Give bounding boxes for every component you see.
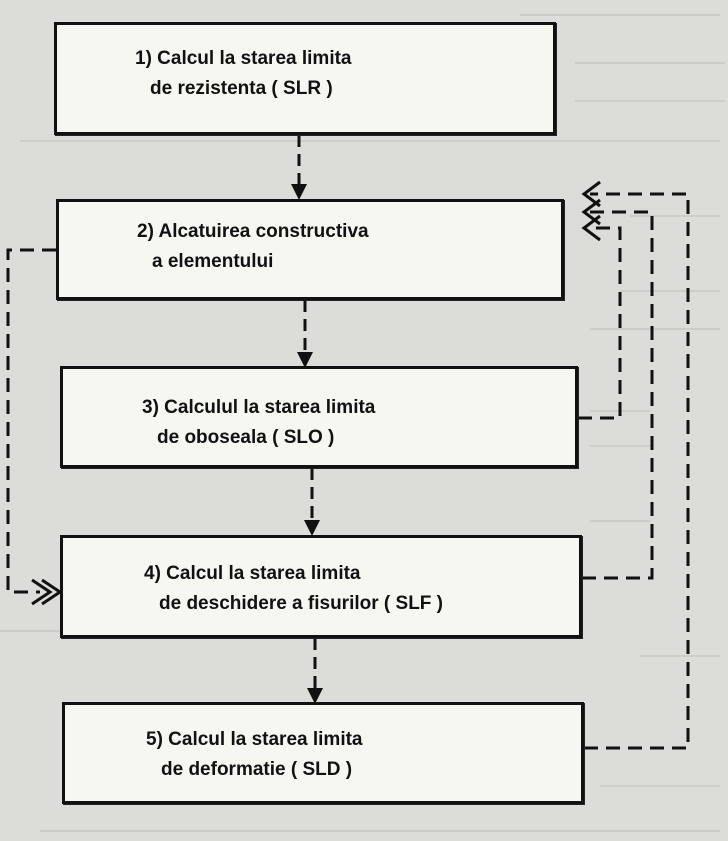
loop-3-to-2: [578, 226, 622, 420]
box-alcatuire-line1: 2) Alcatuirea constructiva: [137, 221, 369, 242]
arrowhead-left: [581, 214, 601, 242]
box-slf-text: 4) Calcul la starea limita de deschidere…: [144, 559, 443, 619]
background-text-line: [575, 62, 725, 64]
background-text-line: [590, 445, 650, 447]
box-sld: [62, 702, 584, 804]
loop-5-to-2: [584, 192, 690, 750]
box-slo-line2: de oboseala ( SLO ): [157, 427, 335, 448]
box-alcatuire-text: 2) Alcatuirea constructiva a elementului: [137, 217, 369, 277]
background-text-line: [630, 215, 720, 217]
box-slr: [54, 22, 556, 135]
background-text-line: [600, 785, 720, 787]
box-sld-line1: 5) Calcul la starea limita: [146, 729, 363, 750]
arrowhead-right: [31, 578, 53, 606]
background-text-line: [0, 630, 60, 632]
arrowhead-left: [581, 180, 601, 208]
arrowhead-down: [307, 688, 323, 704]
background-text-line: [575, 100, 725, 102]
background-text-line: [520, 14, 720, 16]
box-sld-line2: de deformatie ( SLD ): [161, 759, 353, 780]
background-text-line: [40, 830, 720, 832]
box-slo: [60, 366, 578, 468]
box-sld-text: 5) Calcul la starea limita de deformatie…: [146, 725, 363, 785]
arrowhead-down: [297, 352, 313, 368]
box-slr-line1: 1) Calcul la starea limita: [135, 48, 352, 69]
box-slf: [60, 535, 582, 638]
background-text-line: [640, 655, 720, 657]
background-text-line: [20, 140, 720, 142]
background-text-line: [590, 520, 650, 522]
box-slo-line1: 3) Calculul la starea limita: [142, 397, 376, 418]
loop-2-to-4: [6, 248, 56, 594]
box-slo-text: 3) Calculul la starea limita de oboseala…: [142, 393, 375, 453]
arrowhead-down: [304, 520, 320, 536]
box-slf-line2: de deschidere a fisurilor ( SLF ): [159, 593, 444, 614]
box-slf-line1: 4) Calcul la starea limita: [144, 563, 361, 584]
background-text-line: [620, 290, 720, 292]
box-alcatuire: [56, 199, 564, 300]
background-text-line: [590, 328, 720, 330]
box-slr-line2: de rezistenta ( SLR ): [150, 78, 333, 99]
loop-4-to-2: [582, 210, 654, 580]
arrowhead-down: [291, 184, 307, 200]
box-alcatuire-line2: a elementului: [152, 251, 274, 272]
box-slr-text: 1) Calcul la starea limita de rezistenta…: [135, 44, 352, 104]
